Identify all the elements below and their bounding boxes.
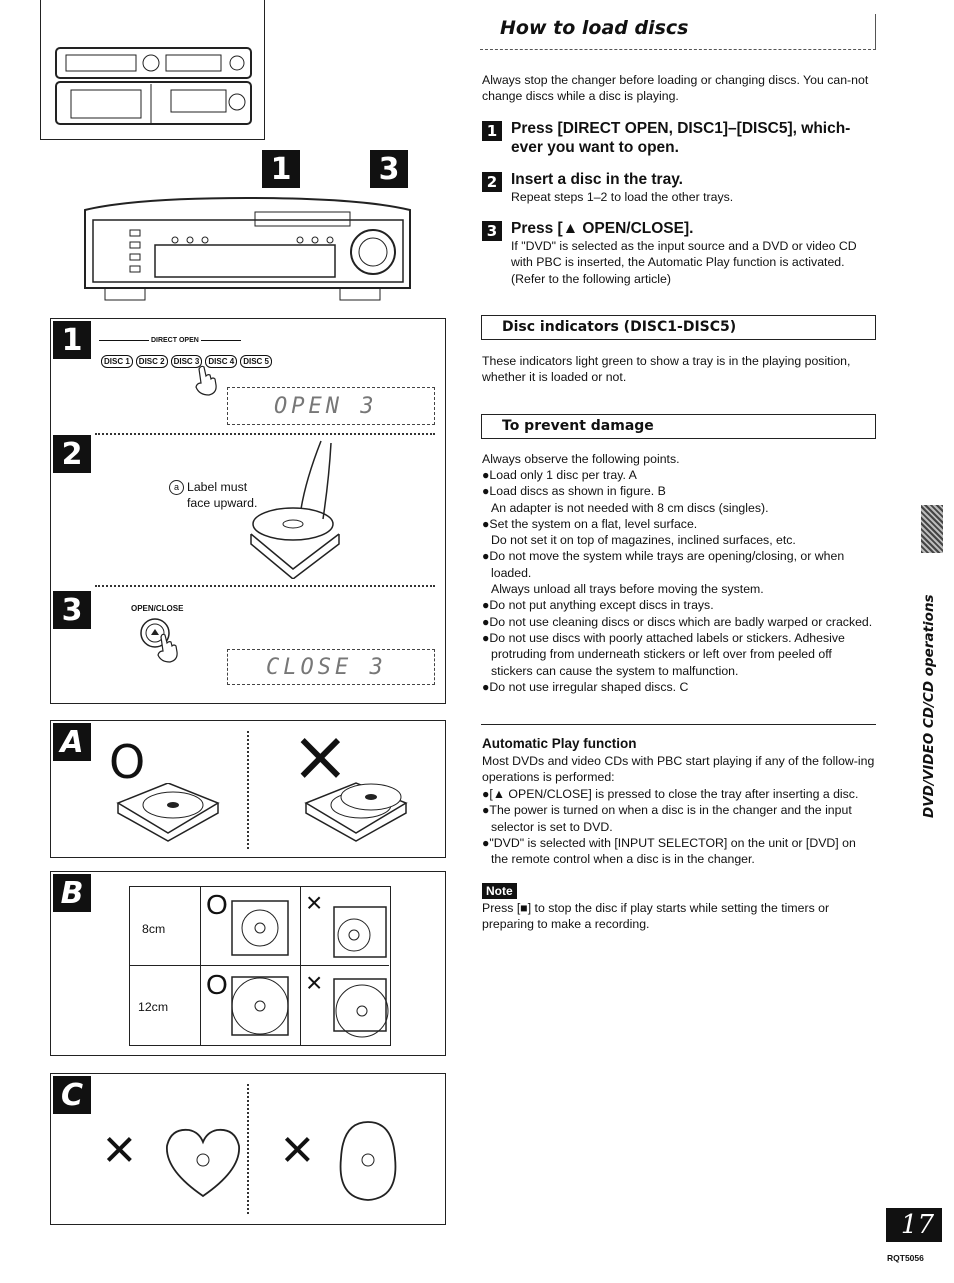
list-item: ●Load only 1 disc per tray. A bbox=[482, 468, 637, 482]
prevent-damage-heading: To prevent damage bbox=[502, 418, 654, 434]
disc1-button[interactable]: DISC 1 bbox=[101, 355, 133, 368]
list-item: ●Do not move the system while trays are … bbox=[482, 549, 845, 580]
row-12cm-label: 12cm bbox=[138, 1000, 169, 1014]
prevent-damage-intro: Always observe the following points. bbox=[482, 452, 680, 466]
list-item: Always unload all trays before moving th… bbox=[491, 582, 764, 597]
step2-badge: 2 bbox=[482, 172, 502, 192]
ng-mark-8cm: × bbox=[306, 887, 323, 918]
disc2-button[interactable]: DISC 2 bbox=[135, 355, 168, 368]
disc-indicators-heading: Disc indicators (DISC1-DISC5) bbox=[502, 319, 737, 335]
ok-mark-12cm: O bbox=[206, 969, 228, 1000]
title-frame bbox=[480, 14, 876, 50]
ng-mark-12cm: × bbox=[306, 967, 323, 998]
label-must-face-upward: Label must face upward. bbox=[187, 480, 258, 510]
display-open: OPEN 3 bbox=[227, 387, 435, 425]
intro-text: Always stop the changer before loading o… bbox=[482, 73, 869, 104]
list-item: ●[▲ OPEN/CLOSE] is pressed to close the … bbox=[482, 787, 859, 801]
open-close-label: OPEN/CLOSE bbox=[131, 604, 184, 613]
doc-code: RQT5056 bbox=[887, 1253, 924, 1263]
disc4-button[interactable]: DISC 4 bbox=[205, 355, 238, 368]
panel1-badge: 1 bbox=[53, 321, 91, 359]
list-item: ●Do not use irregular shaped discs. C bbox=[482, 679, 689, 694]
step3-badge: 3 bbox=[482, 221, 502, 241]
page-number: 17 bbox=[900, 1210, 934, 1240]
figure-a-badge: A bbox=[53, 723, 91, 761]
ng-mark-heart: × bbox=[103, 1117, 136, 1180]
figure-b-badge: B bbox=[53, 874, 91, 912]
figure-b-panel: B 8cm 12cm O × O × bbox=[50, 871, 446, 1056]
auto-play-intro: Most DVDs and video CDs with PBC start p… bbox=[482, 754, 875, 785]
panel3-badge: 3 bbox=[53, 591, 91, 629]
12cm-disc-wrong-icon bbox=[333, 978, 389, 1038]
8cm-disc-correct-icon bbox=[231, 900, 289, 956]
heart-shaped-disc-icon bbox=[166, 1128, 240, 1198]
figure-c-badge: C bbox=[53, 1076, 91, 1114]
pointing-hand-icon bbox=[195, 365, 217, 396]
stacked-discs-tray-illustration bbox=[304, 782, 408, 842]
note-text: Press [■] to stop the disc if play start… bbox=[482, 901, 830, 932]
step1-badge: 1 bbox=[482, 121, 502, 141]
display-close: CLOSE 3 bbox=[227, 649, 435, 685]
list-item: ●Do not use cleaning discs or discs whic… bbox=[482, 614, 873, 629]
step1-text: Press [DIRECT OPEN, DISC1]–[DISC5], whic… bbox=[511, 120, 851, 156]
system-thumbnail bbox=[40, 0, 265, 140]
page-number-box: 17 bbox=[886, 1208, 942, 1242]
step3-subtext: If "DVD" is selected as the input source… bbox=[511, 239, 857, 286]
list-item: ●Do not put anything except discs in tra… bbox=[482, 598, 714, 613]
auto-play-heading: Automatic Play function bbox=[482, 736, 637, 751]
disc3-button[interactable]: DISC 3 bbox=[170, 355, 203, 368]
step2-text: Insert a disc in the tray. bbox=[511, 171, 683, 188]
irregular-shaped-disc-icon bbox=[339, 1121, 397, 1201]
step-badge-3: 3 bbox=[370, 150, 408, 188]
note-badge: Note bbox=[482, 883, 517, 899]
disc-indicators-text: These indicators light green to show a t… bbox=[482, 354, 851, 385]
figure-a-panel: A O × bbox=[50, 715, 446, 858]
direct-open-label: DIRECT OPEN bbox=[99, 337, 241, 344]
disc-insertion-illustration bbox=[250, 440, 340, 579]
list-item: An adapter is not needed with 8 cm discs… bbox=[491, 500, 769, 515]
list-item: ●Do not use discs with poorly attached l… bbox=[482, 630, 845, 678]
ok-mark: O bbox=[109, 735, 146, 789]
single-disc-tray-illustration bbox=[116, 783, 220, 842]
disc-indicators-heading-box: Disc indicators (DISC1-DISC5) bbox=[481, 315, 876, 340]
figure-c-panel: C × × bbox=[50, 1073, 446, 1225]
row-8cm-label: 8cm bbox=[142, 922, 166, 936]
ok-mark-8cm: O bbox=[206, 889, 228, 920]
stereo-system-illustration bbox=[55, 47, 252, 125]
prevent-damage-list: ●Load only 1 disc per tray. A ●Load disc… bbox=[482, 467, 876, 695]
panel2-badge: 2 bbox=[53, 435, 91, 473]
list-item: ●"DVD" is selected with [INPUT SELECTOR]… bbox=[482, 835, 856, 867]
sidebar-section-label: DVD/VIDEO CD/CD operations bbox=[921, 594, 937, 818]
list-item: ●Load discs as shown in figure. B bbox=[482, 484, 666, 499]
list-item: Do not set it on top of magazines, incli… bbox=[491, 533, 796, 548]
sidebar-texture bbox=[921, 505, 943, 553]
ng-mark-irregular: × bbox=[281, 1117, 314, 1180]
list-item: ●Set the system on a flat, level surface… bbox=[482, 516, 698, 531]
marker-a-icon: a bbox=[169, 480, 184, 495]
step3-text: Press [▲ OPEN/CLOSE]. bbox=[511, 220, 694, 237]
disc5-button[interactable]: DISC 5 bbox=[240, 355, 272, 368]
ng-mark: × bbox=[291, 715, 350, 797]
step2-subtext: Repeat steps 1–2 to load the other trays… bbox=[511, 190, 734, 204]
list-item: ●The power is turned on when a disc is i… bbox=[482, 803, 852, 834]
auto-play-list: ●[▲ OPEN/CLOSE] is pressed to close the … bbox=[482, 786, 876, 867]
prevent-damage-heading-box: To prevent damage bbox=[481, 414, 876, 439]
disc-size-table: 8cm 12cm O × O × bbox=[129, 886, 391, 1046]
8cm-disc-wrong-icon bbox=[333, 906, 387, 958]
12cm-disc-correct-icon bbox=[231, 976, 289, 1036]
page-title: How to load discs bbox=[500, 17, 689, 39]
eject-button-icon[interactable] bbox=[137, 617, 185, 663]
changer-unit-illustration bbox=[84, 196, 411, 301]
step-badge-1: 1 bbox=[262, 150, 300, 188]
